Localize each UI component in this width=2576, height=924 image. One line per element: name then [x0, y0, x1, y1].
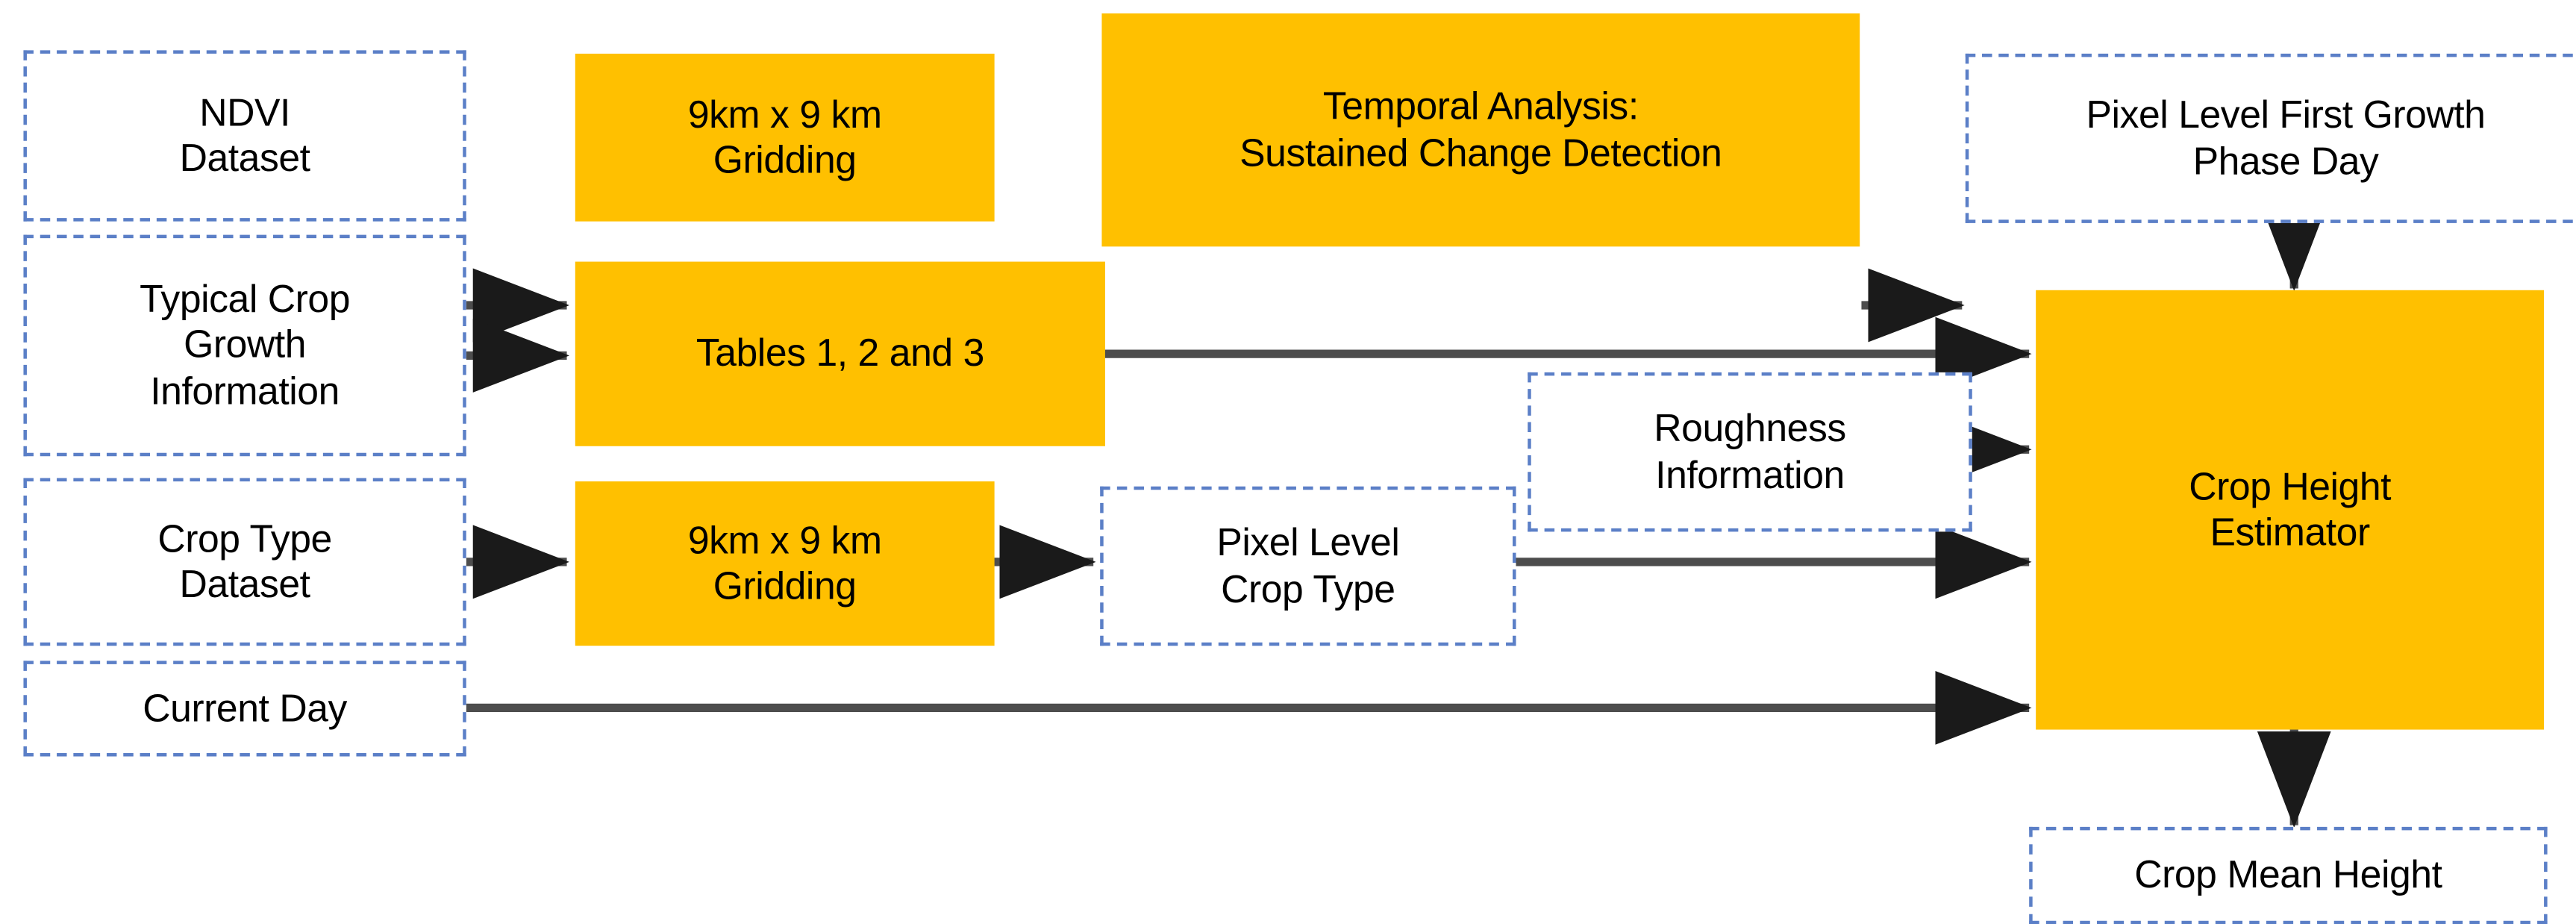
node-tables[interactable]: Tables 1, 2 and 3: [575, 261, 1105, 446]
node-temporal-analysis[interactable]: Temporal Analysis: Sustained Change Dete…: [1101, 13, 1860, 247]
node-first-growth-phase-day[interactable]: Pixel Level First Growth Phase Day: [1965, 53, 2576, 223]
node-pixel-level-crop-type[interactable]: Pixel Level Crop Type: [1100, 486, 1516, 646]
node-typical-crop-growth-information[interactable]: Typical Crop Growth Information: [23, 234, 466, 457]
node-roughness-information[interactable]: Roughness Information: [1528, 372, 1972, 532]
node-crop-height-estimator[interactable]: Crop Height Estimator: [2036, 290, 2545, 730]
node-crop-mean-height[interactable]: Crop Mean Height: [2029, 826, 2548, 924]
node-ndvi-gridding[interactable]: 9km x 9 km Gridding: [575, 53, 995, 222]
node-ndvi-dataset[interactable]: NDVI Dataset: [23, 50, 466, 222]
node-current-day[interactable]: Current Day: [23, 661, 466, 757]
node-crop-type-dataset[interactable]: Crop Type Dataset: [23, 478, 466, 646]
node-crop-type-gridding[interactable]: 9km x 9 km Gridding: [575, 481, 995, 646]
